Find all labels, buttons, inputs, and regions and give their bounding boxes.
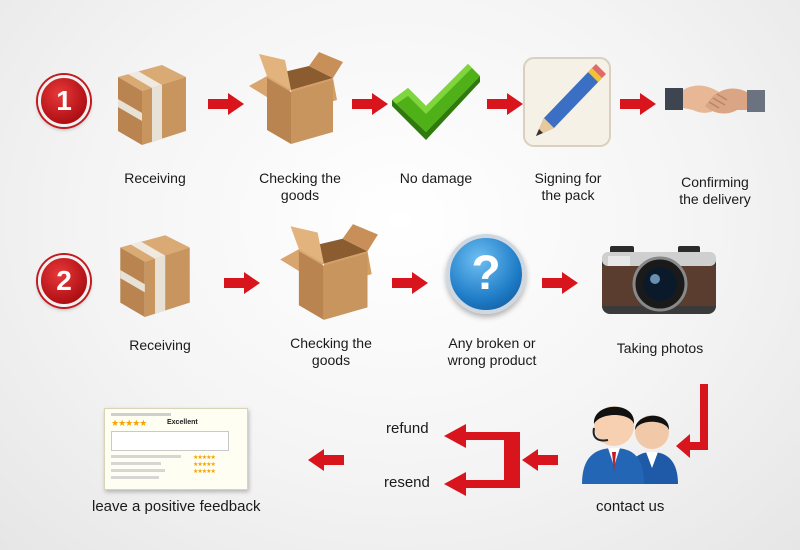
open-box-icon <box>280 224 378 320</box>
step-label-taking-photos: Taking photos <box>616 340 704 356</box>
contact-us-label: contact us <box>596 498 665 515</box>
step-label-checking: Checking the goods <box>290 335 372 368</box>
flow-arrow-right <box>392 272 428 294</box>
flow-arrow-down-left <box>676 384 708 458</box>
handshake-icon <box>665 85 765 114</box>
flow-arrow-right <box>487 93 523 115</box>
feedback-label: leave a positive feedback <box>92 498 261 515</box>
feedback-card: ★★★★★ Excellent ★★★★★★★★★★★★★★★ <box>104 408 248 490</box>
check-mark-icon <box>392 64 480 140</box>
closed-box-icon <box>120 235 190 317</box>
feedback-card-topbar <box>111 413 171 416</box>
resend-label: resend <box>384 474 430 491</box>
flow-arrow-right <box>352 93 388 115</box>
flow-arrow-right <box>620 93 656 115</box>
fork-arrow-refund-resend <box>444 424 520 496</box>
flow-arrow-left <box>308 449 344 471</box>
step-badge-1: 1 <box>38 75 90 127</box>
step-label-no-damage: No damage <box>399 170 473 186</box>
step-label-broken-or-wrong: Any broken or wrong product <box>447 335 537 368</box>
rating-word: Excellent <box>167 419 198 426</box>
flow-arrow-right <box>542 272 578 294</box>
step-label-signing: Signing for the pack <box>534 170 602 203</box>
flow-arrow-right <box>208 93 244 115</box>
step-label-receiving: Receiving <box>124 170 186 186</box>
pencil-paper-icon <box>523 57 611 147</box>
support-agents-icon <box>582 406 678 484</box>
open-box-icon <box>249 52 343 144</box>
step-label-checking: Checking the goods <box>259 170 341 203</box>
step-label-receiving: Receiving <box>129 337 191 353</box>
flow-arrow-left <box>522 449 558 471</box>
flow-arrow-right <box>224 272 260 294</box>
feedback-detail-rows <box>111 455 239 479</box>
step-badge-2: 2 <box>38 255 90 307</box>
refund-label: refund <box>386 420 429 437</box>
star-rating: ★★★★★ <box>111 418 147 428</box>
camera-icon <box>602 246 716 314</box>
step-label-confirming: Confirming the delivery <box>679 174 751 207</box>
closed-box-icon <box>118 65 186 145</box>
feedback-comment-box <box>111 431 229 451</box>
question-mark-icon: ? <box>446 234 526 314</box>
detail-star-ratings: ★★★★★★★★★★★★★★★ <box>193 455 216 475</box>
